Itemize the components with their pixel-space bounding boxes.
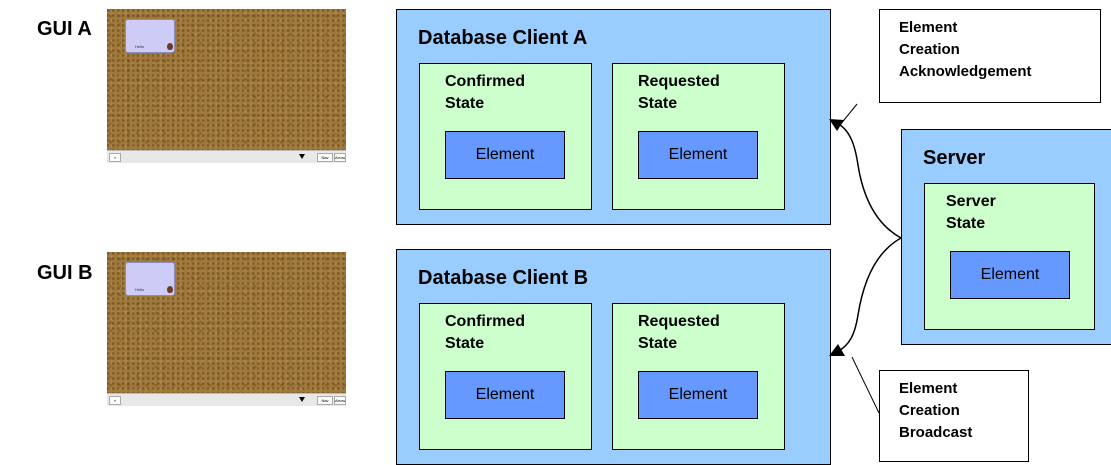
confirmed-state-label: Confirmed State [445, 313, 525, 352]
arrow-to-client-b [836, 237, 902, 353]
creation-broadcast-box: Element Creation Broadcast [879, 370, 1029, 462]
server-state-label: Server State [946, 193, 996, 232]
gui-b-screenshot: Hello « Nav Arrow Command [107, 252, 346, 406]
sticky-note[interactable]: Hello [125, 262, 175, 296]
note-text: Hello [135, 44, 145, 49]
requested-state-b: Requested State Element [612, 303, 785, 450]
confirmed-state-a: Confirmed State Element [419, 63, 592, 210]
pin-icon [167, 43, 173, 50]
element-box: Element [950, 251, 1070, 299]
pin-icon [167, 286, 173, 293]
server-title: Server [923, 147, 986, 169]
database-client-a: Database Client A Confirmed State Elemen… [396, 9, 831, 225]
arrow-to-client-a [836, 122, 902, 239]
arrow-command-button[interactable]: Arrow Command [334, 396, 346, 405]
client-b-title: Database Client B [418, 267, 589, 289]
requested-state-a: Requested State Element [612, 63, 785, 210]
requested-state-label: Requested State [638, 313, 720, 352]
gui-toolbar: « Nav Arrow Command [107, 150, 346, 163]
gui-a-label: GUI A [37, 18, 92, 40]
requested-state-label: Requested State [638, 73, 720, 112]
confirmed-state-b: Confirmed State Element [419, 303, 592, 450]
nav-button[interactable]: Nav [317, 153, 333, 162]
dropdown-arrow-icon[interactable] [299, 397, 305, 402]
scroll-left-button[interactable]: « [109, 153, 121, 162]
element-box: Element [638, 131, 758, 179]
element-box: Element [638, 371, 758, 419]
element-box: Element [445, 131, 565, 179]
gui-a-screenshot: Hello « Nav Arrow Command [107, 9, 346, 163]
arrowhead-client-a-icon [829, 119, 844, 131]
arrowhead-client-b-icon [829, 344, 845, 356]
server-state: Server State Element [924, 183, 1095, 330]
creation-acknowledgement-box: Element Creation Acknowledgement [879, 9, 1101, 103]
gui-toolbar: « Nav Arrow Command [107, 393, 346, 406]
arrow-command-button[interactable]: Arrow Command [334, 153, 346, 162]
server: Server Server State Element [901, 129, 1111, 345]
client-a-title: Database Client A [418, 27, 588, 49]
dropdown-arrow-icon[interactable] [299, 154, 305, 159]
gui-b-label: GUI B [37, 262, 93, 284]
scroll-left-button[interactable]: « [109, 396, 121, 405]
nav-button[interactable]: Nav [317, 396, 333, 405]
database-client-b: Database Client B Confirmed State Elemen… [396, 249, 831, 465]
leader-line-ack [839, 103, 858, 126]
element-box: Element [445, 371, 565, 419]
note-text: Hello [135, 287, 145, 292]
confirmed-state-label: Confirmed State [445, 73, 525, 112]
leader-line-broadcast [851, 356, 880, 414]
sticky-note[interactable]: Hello [125, 19, 175, 53]
